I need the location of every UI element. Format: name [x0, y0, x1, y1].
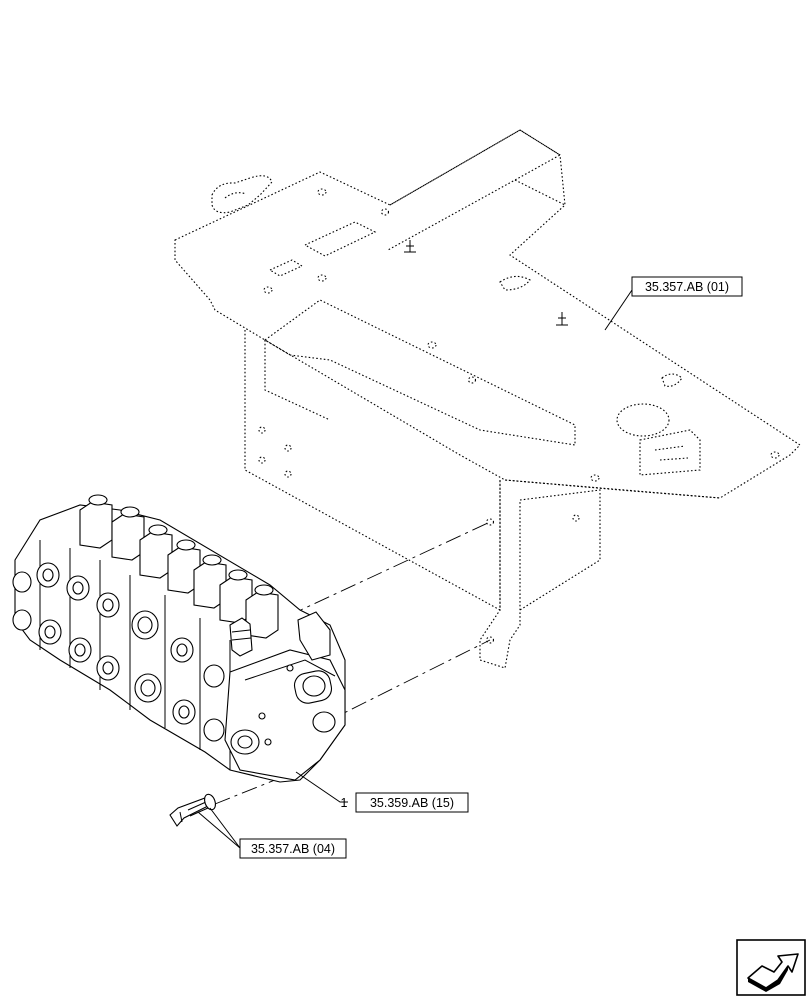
callout-valve-text: 35.359.AB (15)	[370, 796, 454, 810]
next-page-arrow-icon[interactable]	[736, 939, 806, 996]
mounting-frame-phantom	[174, 129, 801, 669]
callout-valve[interactable]: 1 35.359.AB (15)	[341, 792, 469, 813]
callout-valve-item-number: 1	[341, 796, 348, 810]
callout-bolt-text: 35.357.AB (04)	[251, 842, 335, 856]
callout-bolt[interactable]: 35.357.AB (04)	[239, 838, 347, 859]
port-fittings	[12, 562, 225, 742]
callout-frame-text: 35.357.AB (01)	[645, 280, 729, 294]
control-valve-assembly	[12, 494, 346, 783]
bolt-and-washer	[169, 793, 216, 827]
leader-lines	[197, 289, 633, 849]
callout-frame[interactable]: 35.357.AB (01)	[631, 276, 743, 297]
solenoid-coils	[79, 494, 279, 639]
